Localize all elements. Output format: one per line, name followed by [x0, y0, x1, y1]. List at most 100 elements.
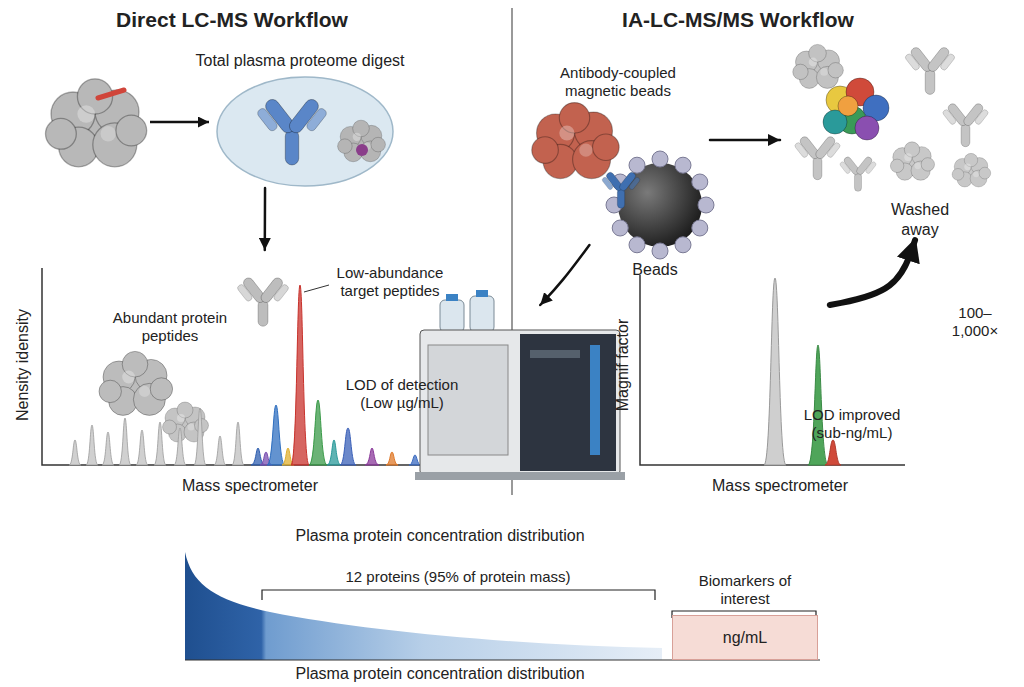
oval-outline [215, 75, 395, 188]
gray-peak [194, 408, 206, 465]
bead-antibody [612, 220, 628, 236]
washed-protein [793, 44, 844, 88]
bead-antibody [652, 243, 668, 259]
colored-peak [309, 400, 327, 465]
node-text: Magnif factor [613, 319, 633, 411]
annotation-label: LOD of detection (Low µg/mL) [337, 376, 467, 413]
bottle-cap [476, 290, 488, 297]
gray-peak [86, 425, 98, 465]
ms-instrument-chart: Magnif factorMass spectrometer [415, 305, 910, 495]
digest-oval: Total plasma proteome digest [215, 75, 395, 188]
colored-peak [365, 448, 379, 465]
node-text: Nensity idensity [13, 309, 33, 421]
node-text: Mass spectrometer [182, 476, 318, 496]
bead-antibody [698, 197, 714, 213]
distribution-curve [185, 552, 662, 660]
connector-arrow [710, 139, 780, 142]
colored-peak [327, 440, 341, 465]
abundant-protein [99, 351, 173, 415]
leader-line [304, 285, 329, 292]
bead-capture: Antibody-coupled magnetic beadsBeads [530, 55, 710, 245]
bead-antibody [675, 237, 691, 253]
gray-peak [102, 432, 114, 465]
edge-label: 100–1,000× [951, 304, 1000, 341]
target-peak [291, 285, 309, 465]
solvent-bottle [470, 296, 494, 332]
node-text: Plasma protein concentration distributio… [295, 526, 584, 546]
instrument-slot [530, 350, 580, 358]
plasma-protein [46, 79, 147, 167]
colored-peak [386, 452, 398, 465]
bead-antibody [652, 151, 668, 167]
gray-peak [174, 428, 186, 465]
gray-peak [69, 440, 81, 465]
instrument-base [415, 472, 625, 480]
target-protein [532, 103, 619, 179]
gray-peak [232, 422, 244, 465]
chart-axes [640, 275, 905, 465]
node-text: ng/mL [723, 628, 767, 648]
annotation-label: LOD improved (sub-ng/mL) [795, 406, 910, 443]
instrument-body [420, 330, 620, 475]
annotation-label: IA-LC-MS/MS Workflow [622, 7, 854, 33]
concentration-distribution: Plasma protein concentration distributio… [180, 520, 830, 687]
washed-antibody [794, 135, 841, 180]
colored-peak [340, 428, 356, 465]
gray-peak [136, 430, 148, 465]
node-text: Plasma protein concentration distributio… [295, 664, 584, 684]
connector-arrow [830, 240, 915, 305]
node-text: Biomarkers of interest [690, 572, 800, 609]
gray-peak [119, 418, 131, 465]
node-text: Beads [632, 260, 677, 280]
instrument-front [520, 334, 616, 471]
node-text: Mass spectrometer [712, 476, 848, 496]
washed-protein [952, 153, 991, 187]
bottle-cap [446, 294, 458, 301]
protein-in-digest [338, 120, 386, 162]
annotation-label: Abundant protein peptides [103, 309, 238, 346]
instrument-stripe [590, 345, 600, 455]
target-region [98, 90, 124, 98]
colored-peak [409, 455, 421, 465]
washed-antibody [839, 156, 877, 192]
biomarker-range: Biomarkers of interest ng/mL [672, 570, 818, 660]
instrument-panel [428, 345, 508, 455]
annotation-label: Direct LC-MS Workflow [116, 7, 348, 33]
node-text: Total plasma proteome digest [196, 51, 405, 71]
connector-arrow [540, 245, 589, 305]
node-text: Washed away [880, 200, 960, 239]
digest-oval-shape [217, 77, 393, 186]
gray-peak [764, 278, 786, 465]
bead-antibody [692, 174, 708, 190]
complex-subunit [855, 116, 879, 140]
washed-away-group: Washed away [780, 35, 1000, 240]
colored-peak [808, 345, 828, 465]
bead-antibody [692, 220, 708, 236]
annotation-label: 12 proteins (95% of protein mass) [345, 568, 570, 586]
washed-antibody [942, 102, 989, 147]
concentration-range-box: ng/mL [672, 615, 818, 660]
washed-protein [890, 142, 934, 180]
antibody-icon [236, 276, 289, 326]
target-peak [825, 440, 841, 465]
gray-peak [214, 436, 226, 465]
solvent-bottle [440, 300, 464, 332]
antibody-in-digest [256, 97, 328, 165]
range-bracket [262, 590, 655, 600]
protein-mark [356, 144, 368, 156]
process-arrow [150, 121, 209, 124]
chart-axes [42, 268, 472, 465]
spectrum-chart: Nensity idensityMass spectrometer [15, 250, 475, 495]
gray-peak [154, 422, 166, 465]
bead-antibody [629, 157, 645, 173]
capture-antibody [601, 171, 640, 208]
node-text: Antibody-coupled magnetic beads [548, 64, 688, 101]
bead-antibody [675, 157, 691, 173]
connector-arrow [264, 188, 267, 250]
washed-antibody [904, 46, 955, 95]
